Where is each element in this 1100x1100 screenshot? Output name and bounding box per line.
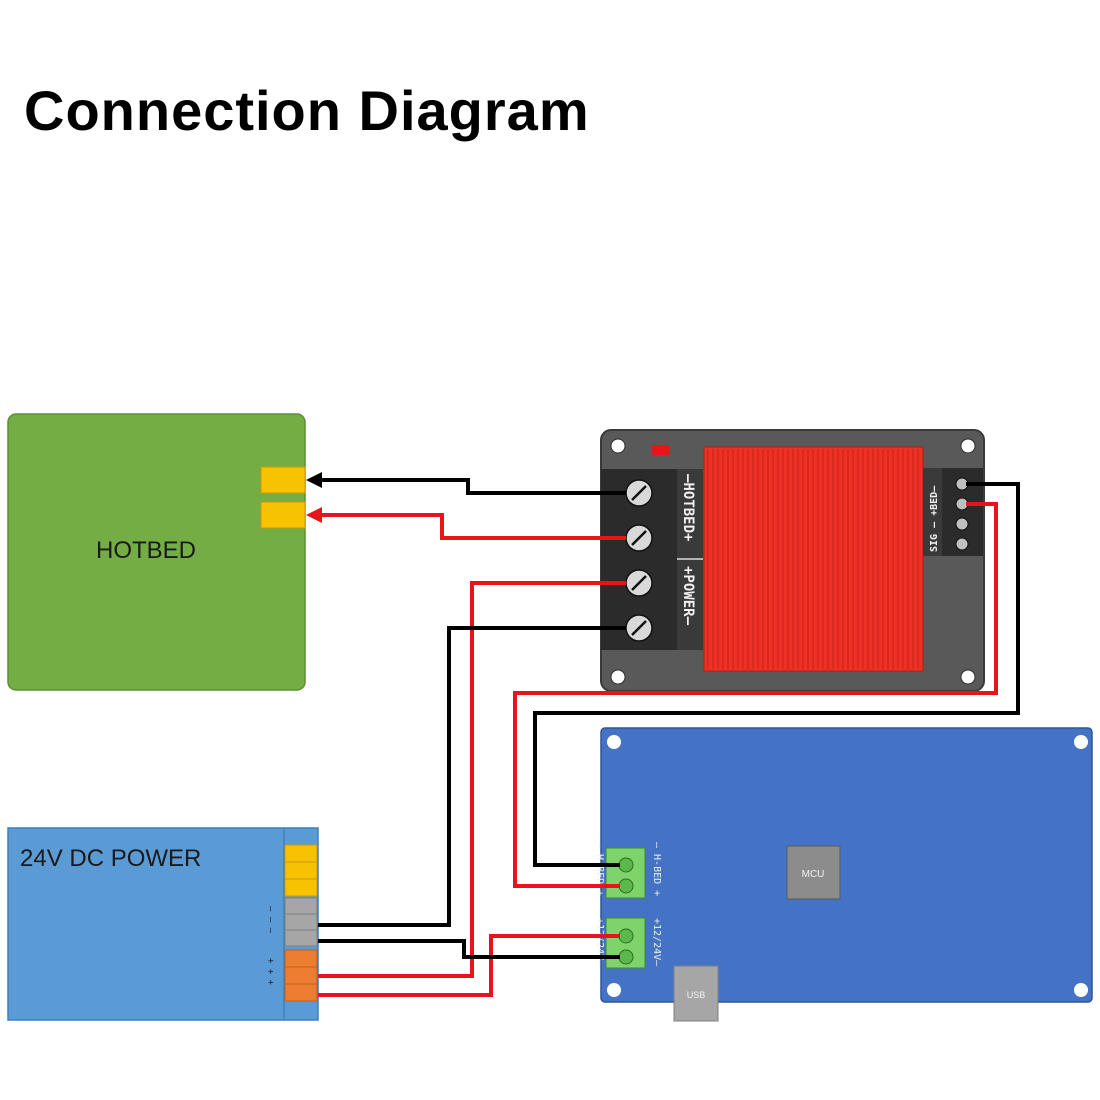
screw-terminal [625,614,653,642]
screw-terminal [625,524,653,552]
hotbed-terminal-negative [260,466,306,494]
psu-terminal-positive [284,949,318,968]
power-label-right: +12/24V– [651,918,662,967]
wire-hotbed-positive [312,513,626,540]
signal-pin [955,537,969,551]
mounting-hole [607,983,621,997]
psu-terminal-negative [284,913,318,931]
hbed-label-left: – H-BED + [594,842,605,896]
power-screw [618,949,634,965]
power-supply: 24V DC POWER – – – + + + [7,827,319,1021]
mounting-hole [1074,735,1088,749]
wire-signal-negative [533,482,1020,867]
arrow-head [306,507,322,523]
screw-terminal [625,569,653,597]
power-screw [618,928,634,944]
hbed-label-right: – H-BED + [651,842,662,896]
wire-psu-negative-to-controller [318,939,620,959]
wire-hotbed-negative [312,478,626,495]
power-supply-label: 24V DC POWER [20,845,201,872]
status-led [652,445,670,455]
power-label-left: +12/24V– [594,918,605,967]
psu-terminal-unused [284,878,318,897]
hotbed-label: HOTBED [96,537,196,564]
controller-board-body [600,727,1093,1003]
mounting-hole [607,735,621,749]
psu-terminal-unused [284,861,318,880]
hbed-screw [618,878,634,894]
mcu-label: MCU [802,869,825,880]
wires [306,472,1020,997]
psu-terminal-negative [284,897,318,915]
wire-psu-negative-to-mosfet [318,626,626,927]
psu-minus-marks: – – – [265,906,275,934]
mcu-chip [786,845,841,900]
wire-psu-positive-to-mosfet [318,581,626,978]
psu-plus-marks: + + + [265,958,275,986]
arrow-head [306,472,322,488]
hotbed: HOTBED [7,413,306,691]
usb-label: USB [687,990,706,1000]
wire-signal-positive [513,502,998,888]
screw-terminal [625,479,653,507]
hotbed-body [7,413,306,691]
page-title: Connection Diagram [24,79,590,142]
mounting-hole [960,438,976,454]
power-input-label: +POWER– [680,566,696,626]
mosfet-module: –HOTBED+ +POWER– SIG – +BED– [600,429,985,692]
heatsink-fins [707,449,919,669]
signal-label-area [923,468,942,556]
signal-pin [955,517,969,531]
mounting-hole [610,438,626,454]
signal-label: SIG – +BED– [929,485,940,552]
hotbed-output-label: –HOTBED+ [680,474,696,541]
hbed-screw [618,857,634,873]
wire-psu-positive-to-controller [318,934,620,997]
mounting-hole [1074,983,1088,997]
power-supply-body [7,827,319,1021]
usb-port [673,965,719,1022]
psu-terminal-unused [284,844,318,863]
psu-terminal-positive [284,983,318,1002]
mounting-hole [960,669,976,685]
psu-terminal-positive [284,966,318,985]
hotbed-terminal-positive [260,501,306,529]
controller-board: MCU USB – H-BED + – H-BED + +12/24V– +12… [594,727,1093,1022]
psu-terminal-negative [284,929,318,947]
mounting-hole [610,669,626,685]
